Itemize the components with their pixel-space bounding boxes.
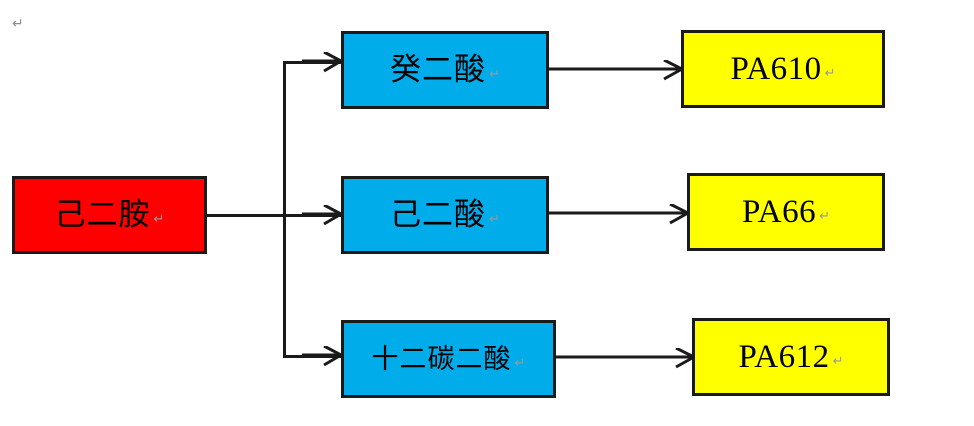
node-dodecanedioic-acid-paragraph-mark-icon: ↵ [514,355,526,371]
node-sebacic-acid-label: 癸二酸 [390,51,487,88]
edge-source-stem [207,214,285,217]
node-adipic-acid[interactable]: 己二酸 ↵ [341,176,549,254]
paragraph-mark-icon: ↵ [12,16,24,32]
edge-branch-trunk [283,61,286,357]
node-dodecanedioic-acid[interactable]: 十二碳二酸 ↵ [341,320,556,398]
node-sebacic-acid-paragraph-mark-icon: ↵ [489,66,500,82]
node-pa612-label: PA612 [738,338,830,375]
node-pa612[interactable]: PA612 ↵ [692,318,890,396]
node-pa610-label: PA610 [730,50,822,87]
node-pa66[interactable]: PA66 ↵ [687,173,885,251]
node-pa66-label: PA66 [741,193,817,230]
node-adipic-acid-label: 己二酸 [390,196,487,233]
node-sebacic-acid[interactable]: 癸二酸 ↵ [341,31,549,109]
node-hexamethylenediamine-paragraph-mark-icon: ↵ [153,211,165,227]
node-dodecanedioic-acid-label: 十二碳二酸 [371,343,512,375]
node-pa610-paragraph-mark-icon: ↵ [824,65,836,81]
node-hexamethylenediamine[interactable]: 己二胺 ↵ [12,176,207,254]
node-adipic-acid-paragraph-mark-icon: ↵ [489,211,500,227]
node-pa610[interactable]: PA610 ↵ [681,30,885,108]
node-hexamethylenediamine-label: 己二胺 [54,196,151,233]
node-pa66-paragraph-mark-icon: ↵ [819,208,831,224]
node-pa612-paragraph-mark-icon: ↵ [832,353,844,369]
